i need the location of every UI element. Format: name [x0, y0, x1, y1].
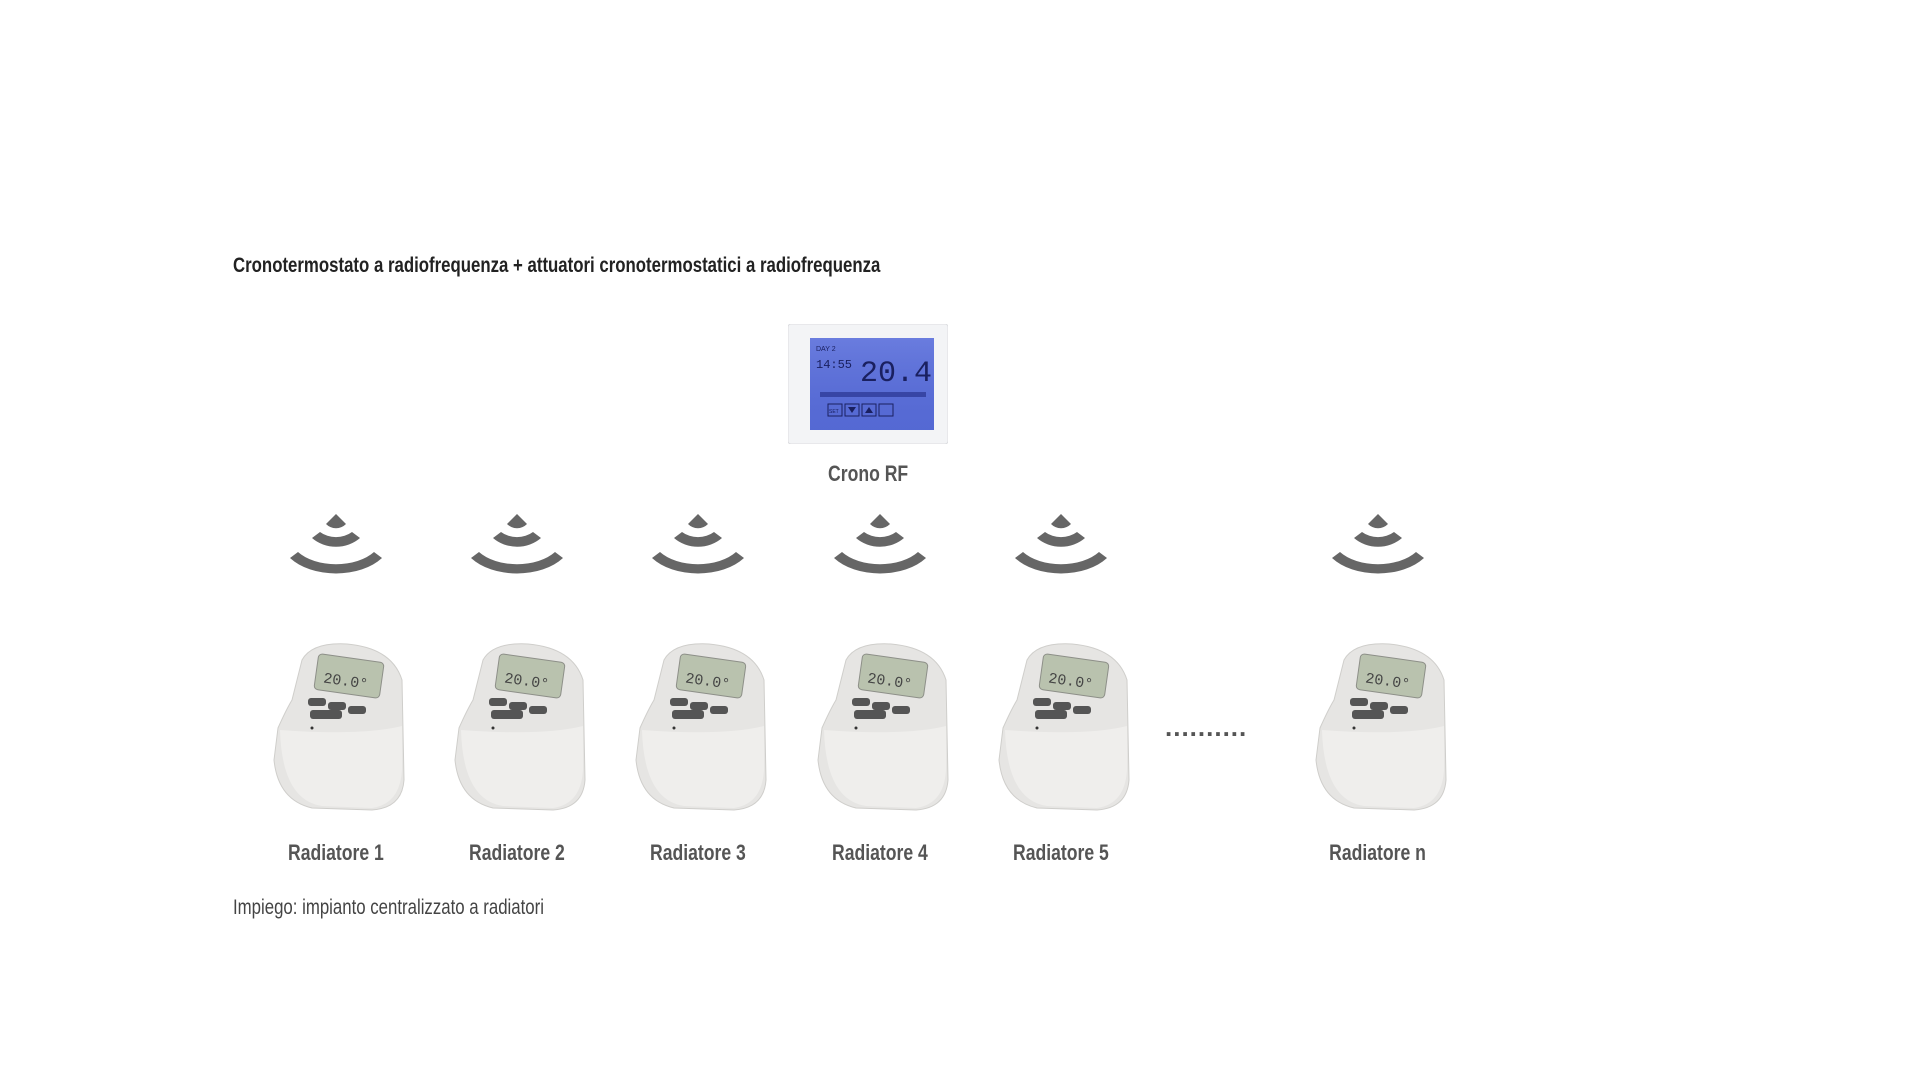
svg-text:20.0°: 20.0° [322, 671, 369, 694]
svg-text:20.0°: 20.0° [1047, 671, 1094, 694]
radiator-label-text: Radiatore 5 [1013, 840, 1109, 865]
svg-text:20.0°: 20.0° [503, 671, 550, 694]
radiator-label: Radiatore 4 [800, 840, 960, 866]
radiator-label: Radiatore 5 [981, 840, 1141, 866]
radiator-label-text: Radiatore 4 [832, 840, 928, 865]
radiator-label: Radiatore n [1298, 840, 1458, 866]
svg-text:SET: SET [829, 409, 839, 415]
radiator-label-text: Radiatore 3 [650, 840, 746, 865]
crono-rf-label: Crono RF [827, 461, 909, 486]
radiator-label-text: Radiatore 1 [288, 840, 384, 865]
radiator-actuator-image: 20.0° [453, 640, 587, 812]
radiator-actuator-image: 20.0° [816, 640, 950, 812]
svg-text:20.0°: 20.0° [684, 671, 731, 694]
radiator-label: Radiatore 1 [256, 840, 416, 866]
ellipsis-more-radiators: .......... [1165, 712, 1248, 742]
radiator-label: Radiatore 2 [437, 840, 597, 866]
svg-text:14:55: 14:55 [816, 358, 852, 372]
radiator-label-text: Radiatore n [1329, 840, 1427, 865]
svg-text:20.0°: 20.0° [1364, 671, 1411, 694]
crono-rf-thermostat-image: DAY 2 14:55 20.4 SET [787, 323, 949, 445]
svg-text:DAY 2: DAY 2 [816, 346, 836, 353]
radiator-actuator-image: 20.0° [272, 640, 406, 812]
radiator-label: Radiatore 3 [618, 840, 778, 866]
radiator-actuator-image: 20.0° [1314, 640, 1448, 812]
wireless-signal-icon [1011, 512, 1111, 582]
wireless-signal-icon [648, 512, 748, 582]
radiator-actuator-image: 20.0° [634, 640, 768, 812]
wireless-signal-icon [286, 512, 386, 582]
svg-text:20.0°: 20.0° [866, 671, 913, 694]
radiator-label-text: Radiatore 2 [469, 840, 565, 865]
wireless-signal-icon [1328, 512, 1428, 582]
radiator-actuator-image: 20.0° [997, 640, 1131, 812]
diagram-title: Cronotermostato a radiofrequenza + attua… [233, 254, 881, 277]
wireless-signal-icon [830, 512, 930, 582]
wireless-signal-icon [467, 512, 567, 582]
usage-note: Impiego: impianto centralizzato a radiat… [233, 896, 544, 919]
svg-text:20.4: 20.4 [860, 357, 932, 391]
